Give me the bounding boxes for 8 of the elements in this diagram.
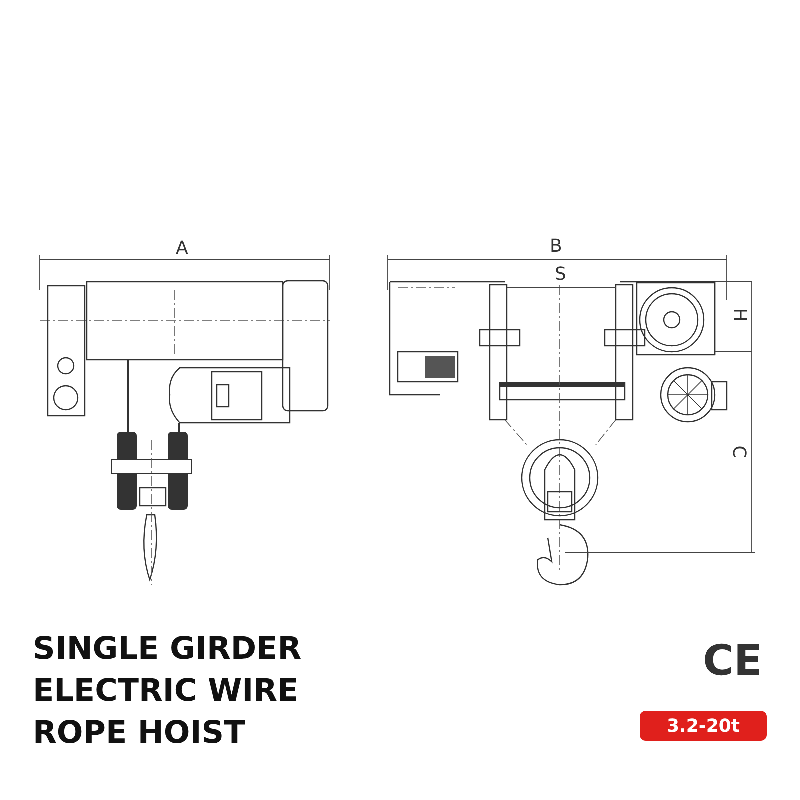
dimension-label: H bbox=[730, 308, 748, 322]
certification-mark: CE bbox=[703, 640, 763, 682]
dimension-label: S bbox=[555, 266, 566, 284]
capacity-badge: 3.2-20t bbox=[640, 711, 767, 741]
product-title: SINGLE GIRDER ELECTRIC WIRE ROPE HOIST bbox=[33, 630, 303, 753]
dimension-label: C bbox=[729, 446, 748, 458]
dimension-label: B bbox=[550, 238, 562, 256]
dimension-label: A bbox=[176, 240, 188, 258]
